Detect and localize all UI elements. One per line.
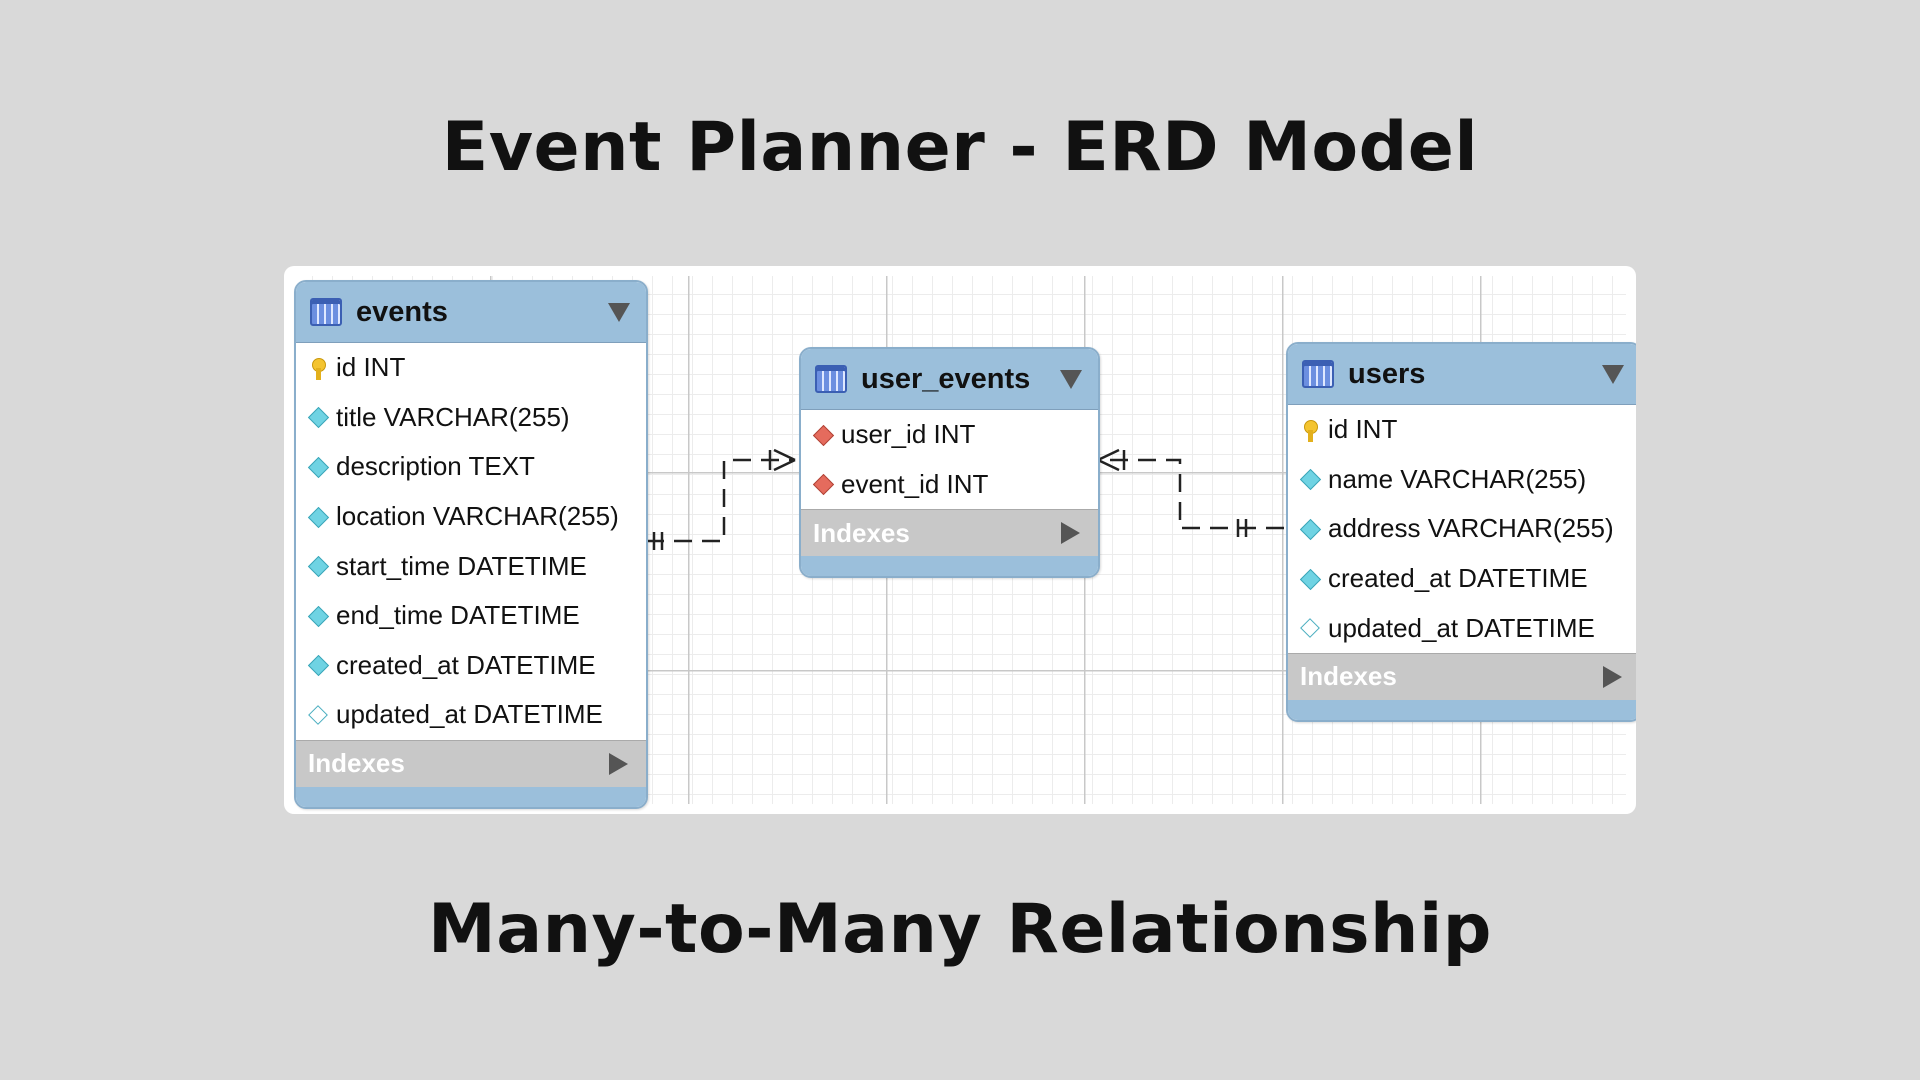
relationship-users-user-events: [1097, 448, 1284, 537]
nullable-column-diamond-icon: [1300, 618, 1320, 638]
column-diamond-icon: [308, 606, 328, 626]
column-row[interactable]: event_id INT: [801, 460, 1098, 510]
expand-triangle-icon[interactable]: [1061, 522, 1080, 545]
column-row[interactable]: updated_at DATETIME: [1288, 603, 1636, 653]
column-label: id INT: [336, 352, 406, 383]
column-diamond-icon: [308, 556, 328, 576]
column-row[interactable]: id INT: [1288, 405, 1636, 455]
indexes-label: Indexes: [813, 517, 910, 548]
page-title: Event Planner - ERD Model: [441, 108, 1479, 187]
column-row[interactable]: start_time DATETIME: [296, 541, 646, 591]
column-row[interactable]: address VARCHAR(255): [1288, 504, 1636, 554]
crowfoot-events-bottom: [773, 458, 796, 472]
relationship-lines: [646, 448, 1284, 550]
column-diamond-icon: [1300, 469, 1320, 489]
table-footer: [801, 556, 1098, 577]
column-label: title VARCHAR(255): [336, 401, 570, 432]
erd-canvas: events id INT title VARCHAR(255) descrip…: [284, 266, 1636, 814]
nullable-column-diamond-icon: [308, 705, 328, 725]
table-name: events: [356, 295, 448, 328]
table-name: users: [1348, 357, 1426, 390]
column-row[interactable]: name VARCHAR(255): [1288, 455, 1636, 505]
table-icon: [1302, 360, 1334, 388]
column-label: name VARCHAR(255): [1328, 463, 1587, 494]
column-diamond-icon: [308, 507, 328, 527]
collapse-triangle-icon[interactable]: [1602, 365, 1624, 384]
column-label: description TEXT: [336, 451, 535, 482]
indexes-section[interactable]: Indexes: [801, 509, 1098, 557]
table-header-user-events[interactable]: user_events: [801, 349, 1098, 410]
column-label: address VARCHAR(255): [1328, 513, 1614, 544]
column-label: end_time DATETIME: [336, 600, 580, 631]
column-label: updated_at DATETIME: [1328, 612, 1595, 643]
column-label: start_time DATETIME: [336, 550, 587, 581]
column-label: user_id INT: [841, 419, 976, 450]
column-label: created_at DATETIME: [1328, 563, 1588, 594]
column-row[interactable]: id INT: [296, 343, 646, 393]
table-icon: [310, 298, 342, 326]
foreign-key-diamond-icon: [813, 425, 833, 445]
table-footer: [1288, 699, 1636, 720]
column-row[interactable]: location VARCHAR(255): [296, 492, 646, 542]
column-label: location VARCHAR(255): [336, 501, 619, 532]
table-header-events[interactable]: events: [296, 282, 646, 343]
column-diamond-icon: [308, 655, 328, 675]
column-row[interactable]: updated_at DATETIME: [296, 690, 646, 740]
collapse-triangle-icon[interactable]: [1060, 370, 1082, 389]
column-label: updated_at DATETIME: [336, 699, 603, 730]
column-label: created_at DATETIME: [336, 649, 596, 680]
column-diamond-icon: [308, 457, 328, 477]
indexes-section[interactable]: Indexes: [1288, 652, 1636, 700]
table-users[interactable]: users id INT name VARCHAR(255) address V…: [1286, 342, 1636, 722]
column-row[interactable]: title VARCHAR(255): [296, 393, 646, 443]
column-diamond-icon: [1300, 519, 1320, 539]
table-user-events[interactable]: user_events user_id INT event_id INT Ind…: [799, 347, 1100, 579]
column-diamond-icon: [1300, 569, 1320, 589]
indexes-label: Indexes: [308, 748, 405, 779]
column-row[interactable]: end_time DATETIME: [296, 591, 646, 641]
collapse-triangle-icon[interactable]: [608, 303, 630, 322]
table-name: user_events: [861, 362, 1031, 395]
primary-key-icon: [1300, 419, 1320, 442]
crowfoot-users-bottom: [1097, 458, 1120, 472]
crowfoot-users-top: [1097, 448, 1120, 462]
subtitle: Many-to-Many Relationship: [428, 890, 1492, 969]
column-label: event_id INT: [841, 468, 989, 499]
primary-key-icon: [308, 357, 328, 380]
indexes-section[interactable]: Indexes: [296, 739, 646, 787]
column-row[interactable]: user_id INT: [801, 410, 1098, 460]
expand-triangle-icon[interactable]: [609, 752, 628, 775]
table-events[interactable]: events id INT title VARCHAR(255) descrip…: [294, 280, 648, 809]
table-header-users[interactable]: users: [1288, 344, 1636, 405]
column-row[interactable]: created_at DATETIME: [296, 641, 646, 691]
column-row[interactable]: description TEXT: [296, 442, 646, 492]
expand-triangle-icon[interactable]: [1603, 665, 1622, 688]
foreign-key-diamond-icon: [813, 474, 833, 494]
table-footer: [296, 786, 646, 807]
relationship-events-user-events: [646, 448, 796, 550]
indexes-label: Indexes: [1300, 661, 1397, 692]
column-row[interactable]: created_at DATETIME: [1288, 554, 1636, 604]
column-label: id INT: [1328, 414, 1398, 445]
column-diamond-icon: [308, 407, 328, 427]
crowfoot-events-top: [773, 448, 796, 462]
table-icon: [815, 365, 847, 393]
